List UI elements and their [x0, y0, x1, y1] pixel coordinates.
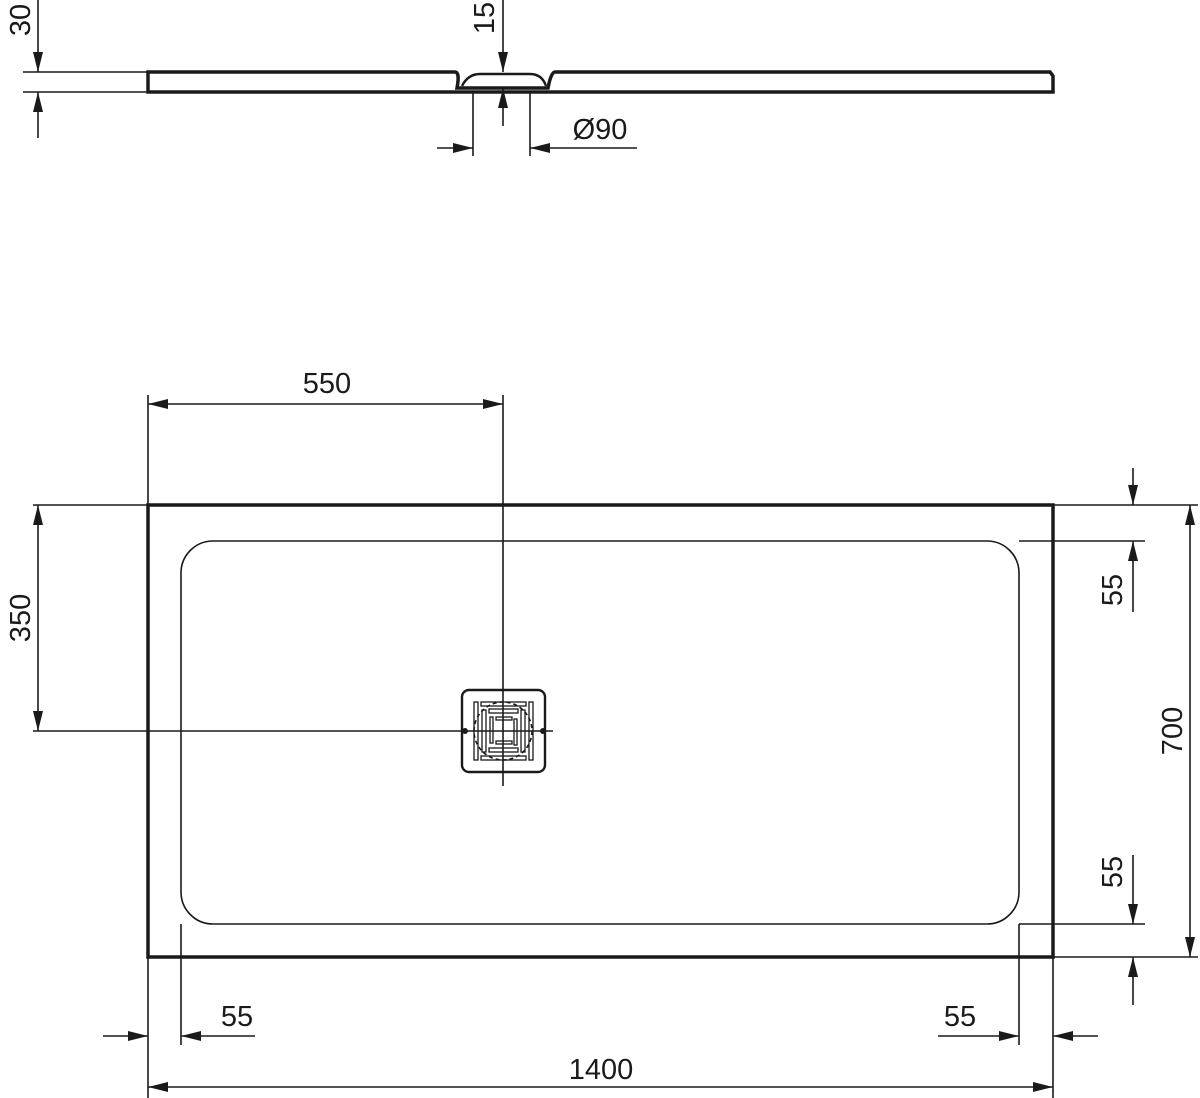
side-view: 30 15 Ø90 [5, 0, 1055, 156]
dim-label-rim-bottom: 55 [1097, 856, 1129, 888]
dim-label-height: 30 [5, 4, 37, 36]
dim-label-drain-offset-x: 550 [303, 368, 351, 400]
dim-label-drain-offset-y: 350 [5, 594, 37, 642]
dim-label-rim-top: 55 [1097, 574, 1129, 606]
tray-profile [146, 70, 1055, 94]
dim-label-width: 1400 [569, 1054, 634, 1086]
dim-label-rim-right: 55 [944, 1001, 976, 1033]
dim-label-rim-left: 55 [221, 1001, 253, 1033]
dim-label-drain-diameter: Ø90 [573, 114, 628, 146]
tray-basin [180, 540, 1020, 925]
dim-label-drain-depth: 15 [469, 2, 501, 34]
plan-view: 550 350 700 55 55 55 55 [5, 368, 1198, 1098]
dim-label-depth: 700 [1157, 707, 1189, 755]
drain-recess [460, 72, 548, 87]
